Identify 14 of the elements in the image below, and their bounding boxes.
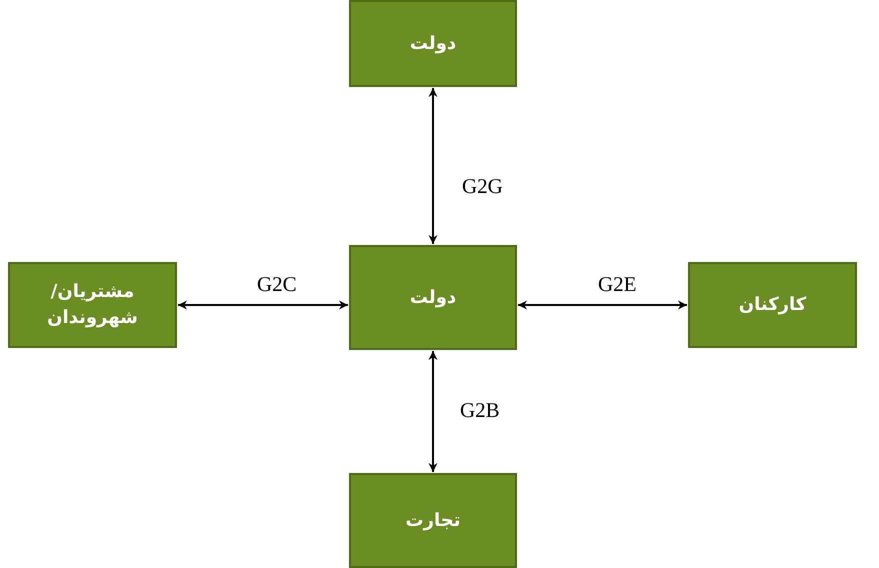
process-box — [688, 262, 857, 348]
arrow — [518, 300, 687, 310]
arrow — [178, 300, 348, 310]
box-label: مشتریان/ شهروندان — [46, 280, 139, 330]
process-box — [349, 0, 517, 87]
process-box — [349, 473, 517, 568]
box-label: دولت — [408, 32, 458, 56]
process-box — [349, 245, 517, 350]
process-box — [8, 262, 177, 348]
box-label: دولت — [408, 286, 458, 310]
arrow — [428, 88, 438, 244]
arrow — [428, 351, 438, 472]
box-label: کارکنان — [738, 293, 808, 317]
box-label: تجارت — [404, 508, 462, 532]
